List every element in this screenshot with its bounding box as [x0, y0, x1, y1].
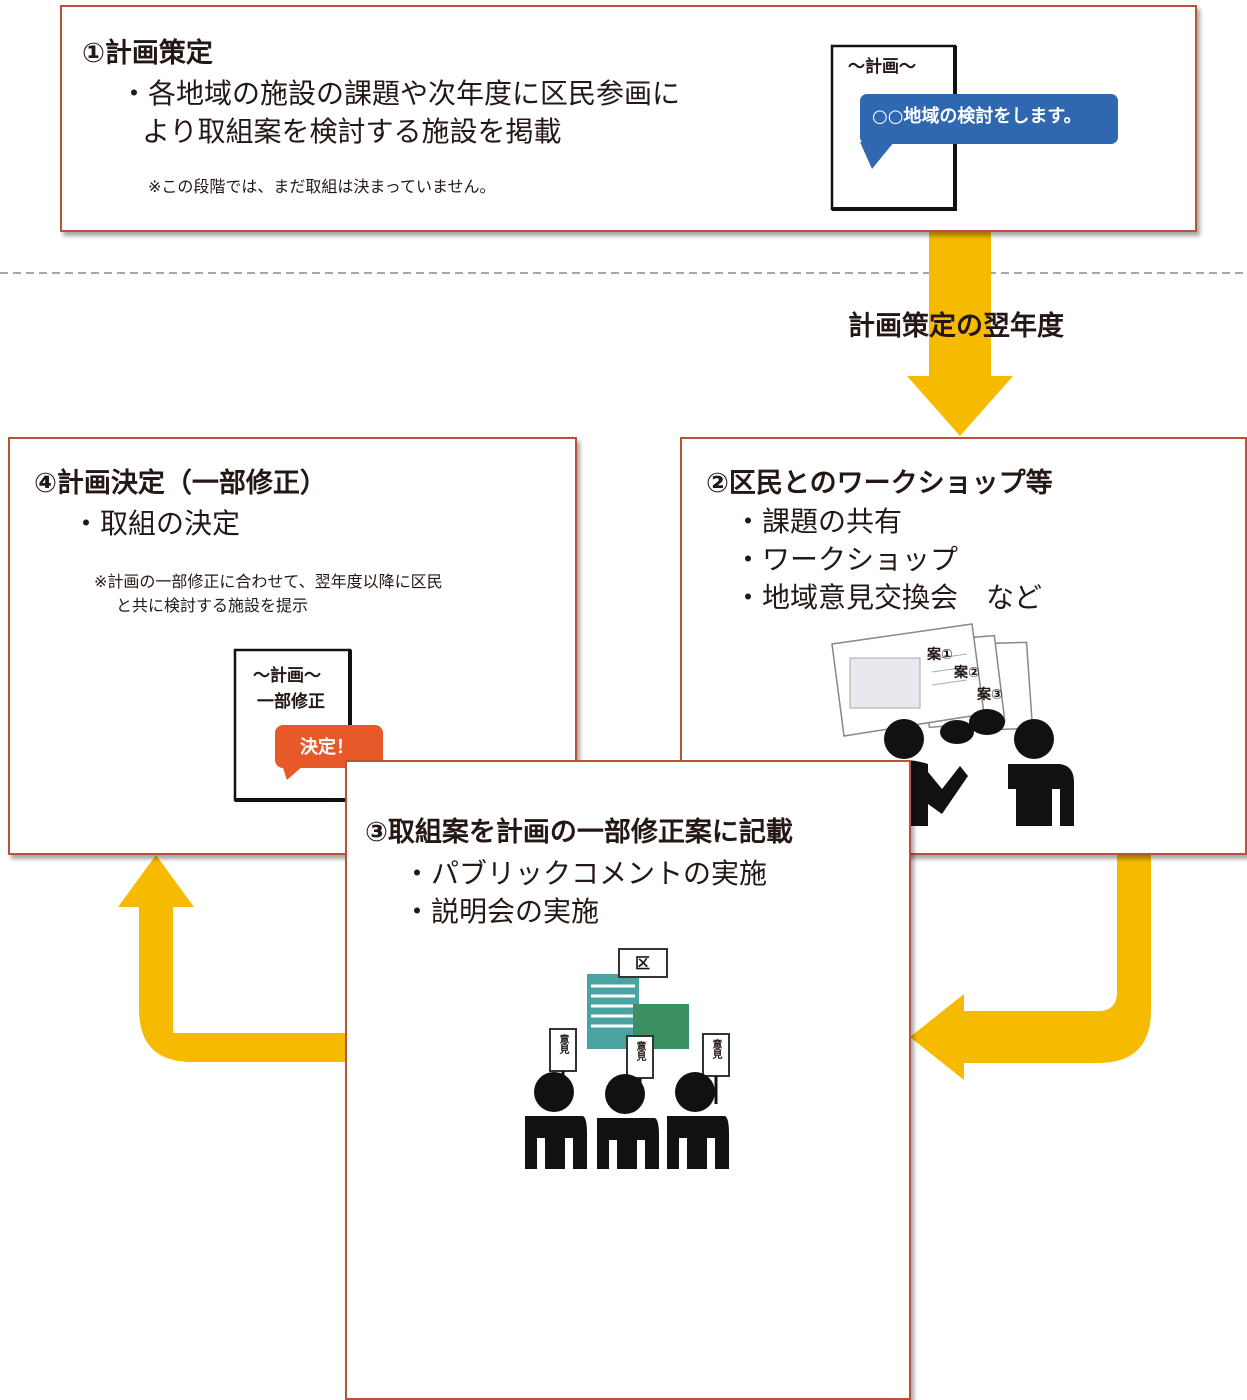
step3-bullet-2: ・説明会の実施	[403, 895, 600, 928]
step4-title: ④計画決定（一部修正）	[34, 468, 327, 499]
step2-bullet-2: ・ワークショップ	[734, 543, 959, 576]
public-comment-illustration	[525, 948, 730, 1169]
step2-box: ②区民とのワークショップ等 ・課題の共有 ・ワークショップ ・地域意見交換会 な…	[680, 437, 1247, 855]
step2-bullet-1: ・課題の共有	[734, 505, 903, 538]
opinion-placard-1: 意見	[557, 1034, 568, 1054]
arrow-step1-to-step2	[907, 232, 1013, 436]
plan-document-label: ～計画～	[848, 57, 916, 77]
opinion-placard-3: 意見	[710, 1039, 721, 1059]
arrow-step3-to-step4	[118, 855, 345, 1062]
step3-bullet-1: ・パブリックコメントの実施	[403, 857, 768, 890]
revised-plan-document-icon	[233, 648, 383, 802]
revised-plan-label-line1: ～計画～	[253, 666, 321, 686]
step4-note-line1: ※計画の一部修正に合わせて、翌年度以降に区民	[94, 572, 443, 591]
step3-box: ③取組案を計画の一部修正案に記載 ・パブリックコメントの実施 ・説明会の実施 区…	[345, 760, 911, 1400]
step2-title: ②区民とのワークショップ等	[706, 468, 1053, 499]
step1-title: ①計画策定	[82, 38, 213, 69]
step3-title: ③取組案を計画の一部修正案に記載	[365, 817, 793, 848]
workshop-paper-label-1: 案①	[927, 647, 953, 663]
step4-bullet: ・取組の決定	[72, 507, 241, 540]
step1-bullet-line2: より取組案を検討する施設を掲載	[142, 115, 562, 148]
transition-label: 計画策定の翌年度	[848, 311, 1064, 342]
step1-box: ①計画策定 ・各地域の施設の課題や次年度に区民参画に より取組案を検討する施設を…	[60, 5, 1197, 232]
step1-bullet-line1: ・各地域の施設の課題や次年度に区民参画に	[120, 77, 681, 110]
arrow-step2-to-step3	[910, 855, 1151, 1080]
revised-plan-label-line2: 一部修正	[257, 692, 325, 712]
plan-document-icon	[830, 44, 1118, 211]
step4-note-line2: と共に検討する施設を提示	[116, 596, 309, 615]
step1-note: ※この段階では、まだ取組は決まっていません。	[148, 177, 496, 196]
decision-bubble-text: 決定！	[300, 737, 354, 758]
ward-office-sign: 区	[635, 954, 651, 972]
plan-speech-bubble-text: ○○地域の検討をします。	[872, 106, 1082, 127]
step2-bullet-3: ・地域意見交換会 など	[734, 581, 1043, 614]
opinion-placard-2: 意見	[634, 1041, 645, 1061]
workshop-illustration	[831, 623, 1074, 826]
workshop-paper-label-3: 案③	[977, 687, 1003, 703]
workshop-paper-label-2: 案②	[954, 665, 980, 681]
